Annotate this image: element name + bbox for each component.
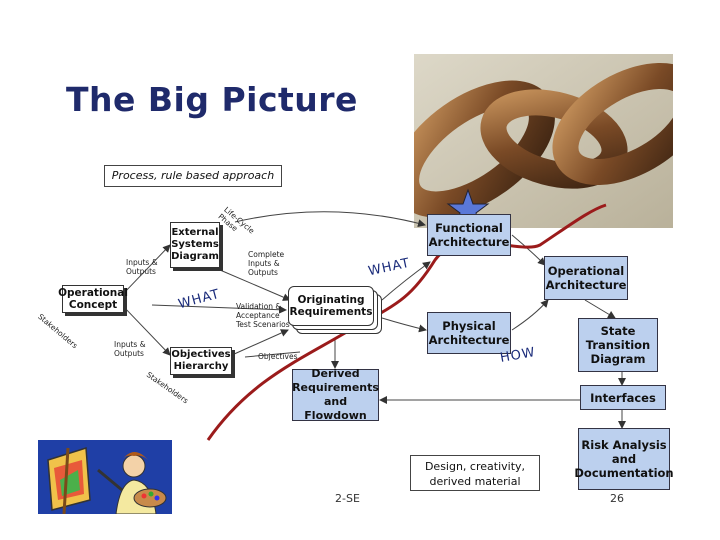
footer-page-number: 26 — [610, 492, 624, 505]
painter-image — [47, 447, 167, 515]
design-note: Design, creativity, derived material — [410, 455, 540, 491]
label-objectives: Objectives — [258, 352, 298, 361]
originating-requirements-stack: Originating Requirements — [288, 286, 384, 338]
operational-concept-box: Operational Concept — [58, 285, 128, 313]
connector-objectives-label — [244, 351, 301, 358]
objectives-hierarchy-box: Objectives Hierarchy — [170, 347, 232, 375]
originating-requirements-box: Originating Requirements — [288, 286, 374, 326]
state-transition-box: State Transition Diagram — [578, 318, 658, 372]
risk-analysis-box: Risk Analysis and Documentation — [574, 428, 674, 490]
physical-architecture-box: Physical Architecture — [427, 312, 511, 354]
painter-clipart — [38, 440, 172, 515]
slide-title: The Big Picture — [66, 80, 358, 119]
connector-external-functional — [234, 211, 426, 228]
connector-physical-operational — [511, 299, 549, 331]
label-complete-io: Complete Inputs & Outputs — [248, 250, 285, 277]
connector-originating-physical — [381, 317, 427, 333]
connector-operational-state — [584, 299, 616, 319]
connector-originating-functional — [381, 261, 431, 301]
label-inputs-outputs-bottom: Inputs & Outputs — [114, 340, 146, 358]
connector-concept-external — [121, 244, 171, 296]
label-validation: Validation & Acceptance Test Scenarios — [236, 302, 290, 329]
connector-functional-operational — [511, 234, 546, 266]
operational-architecture-box: Operational Architecture — [544, 256, 628, 300]
design-curve — [206, 203, 607, 441]
connector-concept-originating — [151, 304, 287, 314]
footer-course-code: 2-SE — [335, 492, 360, 505]
connector-objectives-originating — [231, 329, 289, 356]
interfaces-box: Interfaces — [580, 385, 666, 410]
label-inputs-outputs-top: Inputs & Outputs — [126, 258, 158, 276]
derived-requirements-box: Derived Requirements and Flowdown — [292, 367, 379, 422]
connector-concept-objectives — [121, 304, 171, 356]
functional-architecture-box: Functional Architecture — [427, 214, 511, 256]
connector-external-originating — [219, 269, 291, 301]
process-note: Process, rule based approach — [104, 165, 282, 187]
external-systems-box: External Systems Diagram — [170, 222, 220, 268]
